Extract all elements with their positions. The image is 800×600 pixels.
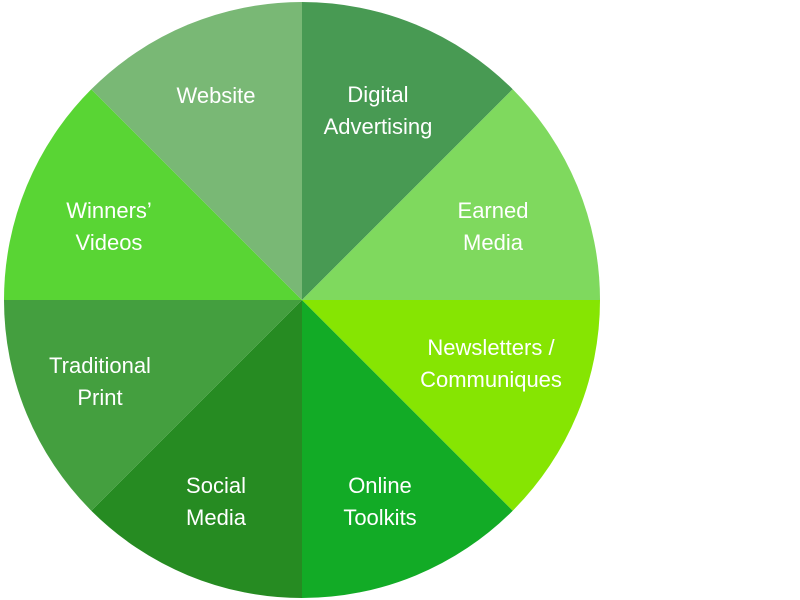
label-line: Communiques bbox=[420, 367, 562, 392]
segment-label-traditional-print: Traditional Print bbox=[49, 350, 151, 414]
segment-online-toolkits bbox=[302, 300, 513, 598]
label-line: Print bbox=[77, 385, 123, 410]
label-line: Newsletters / bbox=[427, 335, 555, 360]
segment-website bbox=[91, 2, 302, 300]
segment-label-website: Website bbox=[176, 80, 255, 112]
segment-winners-videos bbox=[4, 89, 302, 300]
segment-label-earned-media: Earned Media bbox=[458, 195, 529, 259]
segment-label-newsletters: Newsletters / Communiques bbox=[420, 332, 562, 396]
label-line: Winners’ bbox=[66, 198, 152, 223]
segment-label-digital-advertising: Digital Advertising bbox=[324, 79, 433, 143]
segment-traditional-print bbox=[4, 300, 302, 511]
segment-social-media bbox=[91, 300, 302, 598]
label-line: Videos bbox=[75, 230, 143, 255]
label-line: Advertising bbox=[323, 114, 433, 139]
label-line: Media bbox=[463, 230, 523, 255]
segment-label-social-media: Social Media bbox=[186, 470, 246, 534]
label-line: Earned bbox=[457, 198, 529, 223]
label-line: Toolkits bbox=[343, 505, 417, 530]
segment-label-winners-videos: Winners’ Videos bbox=[66, 195, 152, 259]
label-line: Social bbox=[186, 473, 246, 498]
segment-digital-advertising bbox=[302, 2, 513, 300]
segment-newsletters-communiques bbox=[302, 300, 600, 511]
label-line: Website bbox=[176, 83, 256, 108]
label-line: Online bbox=[348, 473, 412, 498]
segment-label-online-toolkits: Online Toolkits bbox=[343, 470, 416, 534]
label-line: Traditional bbox=[49, 353, 151, 378]
label-line: Media bbox=[186, 505, 246, 530]
label-line: Digital bbox=[347, 82, 409, 107]
segment-earned-media bbox=[302, 89, 600, 300]
